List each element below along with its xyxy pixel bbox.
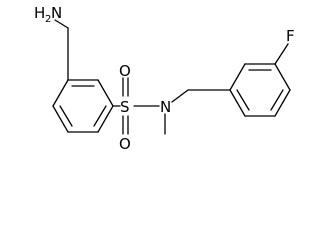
bond (229, 89, 246, 117)
bond (229, 63, 246, 91)
bond-ring-to-fluorine (274, 43, 289, 65)
bond (52, 105, 69, 133)
double-bond-inner (93, 105, 107, 127)
double-bond-inner (59, 105, 73, 127)
amine-n: N (51, 4, 62, 22)
double-bond-inner (236, 89, 250, 111)
bond (274, 63, 291, 91)
bond-ch2-to-amine (54, 19, 69, 29)
atom-label-amine: H 2 N (34, 4, 62, 25)
atom-label-oxygen-top: O (119, 62, 131, 80)
molecule-drawing: H 2 N S O O N F (34, 4, 295, 153)
bond-n-to-ch2 (171, 89, 189, 103)
atom-label-sulfur: S (120, 98, 130, 116)
benzene-ring-right (229, 63, 291, 117)
atom-label-nitrogen: N (160, 98, 171, 116)
atom-label-oxygen-bottom: O (119, 135, 131, 153)
benzene-ring-left (52, 79, 114, 133)
structure-diagram: H 2 N S O O N F (34, 4, 295, 153)
bond (274, 89, 291, 117)
bond (52, 79, 69, 107)
atom-label-fluorine: F (286, 27, 295, 45)
amine-subscript: 2 (45, 14, 51, 25)
bond (97, 105, 114, 133)
bond (97, 79, 114, 107)
double-bond-inner (270, 89, 284, 111)
amine-h: H (34, 4, 45, 22)
